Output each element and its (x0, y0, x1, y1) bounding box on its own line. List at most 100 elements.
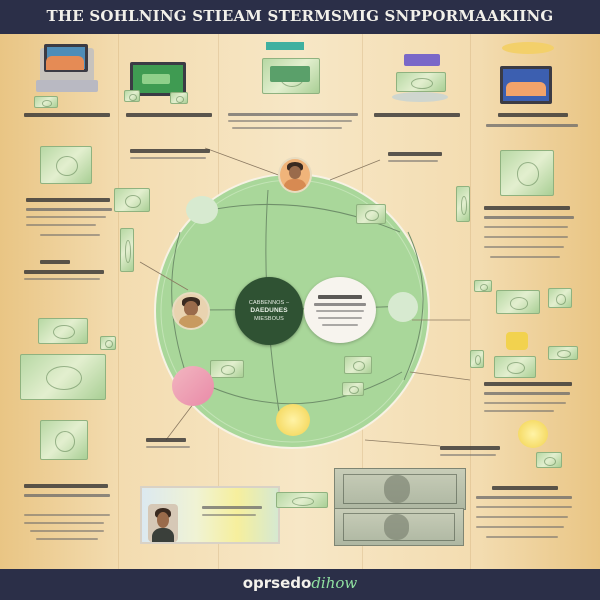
column-divider (118, 34, 119, 569)
coin-icon (518, 420, 548, 448)
money-stack-icon (548, 346, 578, 360)
text-line (322, 324, 358, 326)
text-line (490, 256, 560, 258)
coin-icon (388, 292, 418, 322)
text-line (24, 484, 108, 488)
text-line (388, 160, 438, 162)
money-stack-icon (276, 492, 328, 508)
laptop-icon (36, 42, 98, 94)
text-line (374, 113, 460, 117)
money-stack-icon (20, 354, 106, 400)
banknote-icon (334, 508, 464, 546)
text-line (484, 410, 554, 412)
text-line (228, 120, 352, 122)
text-line (476, 516, 568, 518)
text-line (130, 149, 210, 153)
photo-icon (140, 486, 280, 544)
money-stack-icon (124, 90, 140, 102)
money-stack-icon (40, 420, 88, 460)
money-stack-icon (496, 290, 540, 314)
text-line (314, 303, 366, 306)
page-title: THE SOHLNING STIEAM STERMSMIG SNPPORMAAK… (46, 7, 554, 25)
text-line (40, 234, 100, 236)
text-line (316, 310, 364, 312)
text-line (484, 382, 572, 386)
text-line (476, 506, 572, 508)
text-line (126, 113, 212, 117)
money-stack-icon (100, 336, 116, 350)
text-line (146, 446, 190, 448)
money-stack-icon (186, 196, 218, 224)
money-stack-icon (344, 356, 372, 374)
avatar-icon (172, 292, 210, 330)
text-line (26, 224, 96, 226)
text-line (484, 206, 570, 210)
text-line (26, 198, 110, 202)
text-line (492, 486, 558, 490)
money-stack-icon (210, 360, 244, 378)
center-node: CABBENNOS – DAEDUNES MIESBOUS (235, 277, 303, 345)
money-stack-icon (40, 146, 92, 184)
text-line (484, 236, 568, 238)
text-line (24, 270, 104, 274)
column-divider (470, 34, 471, 569)
brand-accent: dihow (311, 574, 358, 592)
text-line (484, 246, 564, 248)
text-line (476, 526, 564, 528)
money-stack-icon (170, 92, 188, 104)
money-stack-icon (548, 288, 572, 308)
text-line (476, 496, 572, 499)
footer-brand: oprsedodihow (0, 574, 600, 592)
text-line (202, 514, 256, 516)
text-line (318, 295, 362, 299)
text-line (498, 113, 568, 117)
money-stack-icon (536, 452, 562, 468)
center-line-1: CABBENNOS – (248, 300, 290, 306)
text-line (484, 226, 568, 228)
text-line (486, 536, 558, 538)
money-stack-icon (474, 280, 492, 292)
text-line (24, 522, 104, 524)
avatar-icon (278, 157, 312, 193)
text-line (24, 494, 110, 497)
text-line (26, 216, 106, 218)
center-line-2: DAEDUNES (250, 307, 288, 314)
money-stack-icon (34, 96, 58, 108)
info-node (304, 277, 376, 343)
text-line (40, 260, 70, 264)
text-line (484, 402, 566, 404)
text-line (24, 278, 100, 280)
money-stack-icon (470, 350, 484, 368)
text-line (486, 124, 578, 127)
text-line (202, 506, 262, 509)
money-stack-icon (456, 186, 470, 222)
text-line (24, 514, 110, 516)
footer-bar: oprsedodihow (0, 569, 600, 600)
money-stack-icon (342, 382, 364, 396)
text-line (146, 438, 186, 442)
money-stack-icon (38, 318, 88, 344)
monitor-icon (390, 50, 454, 106)
coin-icon (506, 332, 528, 350)
monitor-icon (128, 62, 188, 106)
money-stack-icon (114, 188, 150, 212)
money-stack-icon (500, 150, 554, 196)
center-line-3: MIESBOUS (254, 316, 284, 322)
photo-icon (172, 366, 214, 406)
avatar-icon (148, 504, 178, 542)
monitor-icon (496, 40, 560, 108)
text-line (130, 157, 206, 159)
coin-icon (276, 404, 310, 436)
text-line (440, 446, 500, 450)
text-line (232, 127, 342, 129)
text-line (388, 152, 442, 156)
text-line (440, 454, 496, 456)
text-line (484, 216, 574, 219)
brand-main: oprsedo (242, 574, 312, 592)
banknote-icon (334, 468, 466, 510)
text-line (318, 317, 362, 319)
money-stack-icon (494, 356, 536, 378)
text-line (30, 530, 104, 532)
text-line (26, 208, 112, 211)
money-stack-icon (262, 42, 322, 102)
